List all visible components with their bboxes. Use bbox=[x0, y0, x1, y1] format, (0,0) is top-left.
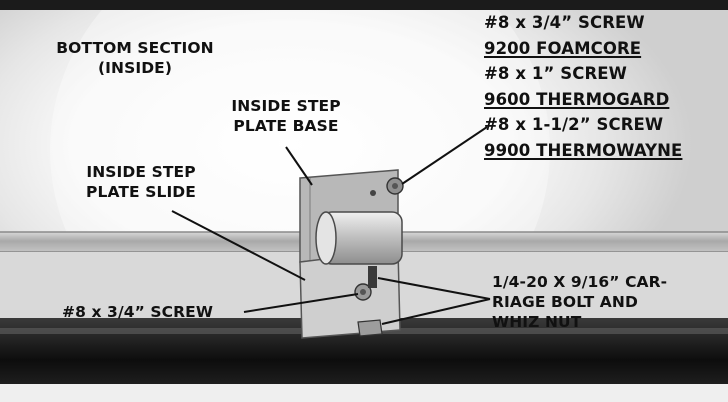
leader-bottom-screw bbox=[243, 293, 359, 313]
section-label-line1: BOTTOM SECTION bbox=[56, 39, 214, 57]
leader-whiz-nut bbox=[381, 298, 491, 325]
tube-end bbox=[315, 211, 337, 265]
top-dark-edge bbox=[0, 0, 728, 10]
leader-plate-base bbox=[285, 146, 313, 186]
spec-screw: #8 x 1” SCREW bbox=[484, 64, 627, 84]
callout-step-plate-slide-line2: PLATE SLIDE bbox=[86, 183, 196, 201]
spec-door-model: 9900 THERMOWAYNE bbox=[484, 140, 683, 160]
spec-door-model: 9600 THERMOGARD bbox=[484, 89, 670, 109]
spec-screw: #8 x 3/4” SCREW bbox=[484, 13, 645, 32]
upper-screw-slot bbox=[392, 183, 398, 189]
spec-screw: #8 x 1-1/2” SCREW bbox=[484, 115, 664, 135]
callout-step-plate-slide: INSIDE STEP PLATE SLIDE bbox=[66, 162, 216, 202]
floor-strip bbox=[0, 384, 728, 402]
screw-spec-list: #8 x 3/4” SCREW 9200 FOAMCORE #8 x 1” SC… bbox=[484, 10, 682, 164]
spec-door-model: 9200 FOAMCORE bbox=[484, 38, 642, 58]
whiz-nut bbox=[357, 319, 383, 337]
callout-carriage-bolt-line3: WHIZ NUT bbox=[492, 313, 582, 331]
leader-plate-slide bbox=[171, 210, 306, 281]
callout-step-plate-base-line2: PLATE BASE bbox=[233, 117, 339, 135]
leader-carriage-bolt bbox=[377, 277, 491, 300]
callout-step-plate-base-line1: INSIDE STEP bbox=[231, 97, 341, 115]
lower-screw-slot bbox=[360, 289, 366, 295]
callout-carriage-bolt: 1/4-20 X 9/16” CAR- RIAGE BOLT AND WHIZ … bbox=[492, 272, 667, 332]
callout-step-plate-base: INSIDE STEP PLATE BASE bbox=[212, 96, 360, 136]
carriage-bolt-stem bbox=[368, 266, 377, 288]
section-label-line2: (INSIDE) bbox=[97, 59, 173, 77]
leader-upper-screw bbox=[401, 126, 488, 185]
callout-bottom-screw: #8 x 3/4” SCREW bbox=[62, 303, 214, 321]
callout-step-plate-slide-line1: INSIDE STEP bbox=[86, 163, 196, 181]
callout-carriage-bolt-line2: RIAGE BOLT AND bbox=[492, 293, 638, 311]
callout-carriage-bolt-line1: 1/4-20 X 9/16” CAR- bbox=[492, 273, 668, 291]
section-label: BOTTOM SECTION (INSIDE) bbox=[30, 38, 240, 78]
base-pilot-hole bbox=[370, 190, 376, 196]
